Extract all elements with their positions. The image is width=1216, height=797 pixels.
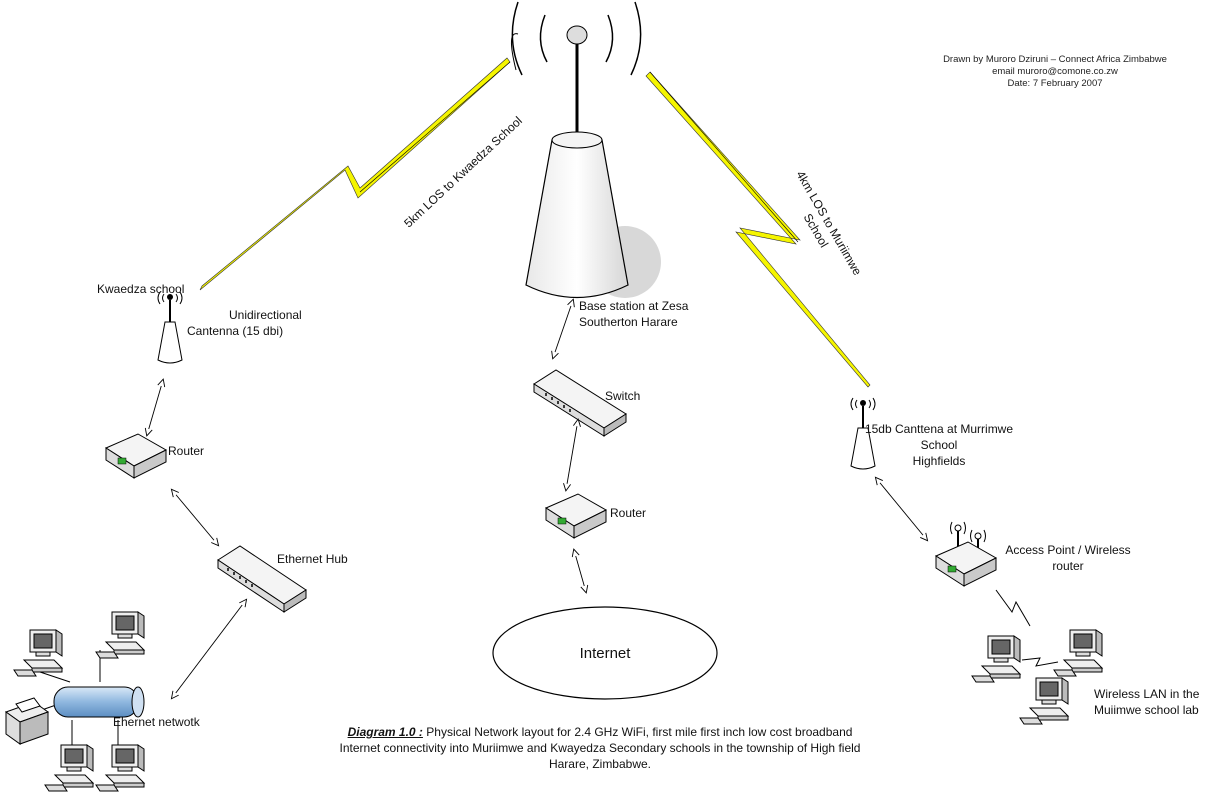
- printer-icon: [4, 697, 50, 745]
- left-router-label: Router: [168, 444, 205, 458]
- left-cantenna-icon: [157, 291, 183, 364]
- left-router-icon: [104, 433, 168, 479]
- wireless-lan-label-line1: Wireless LAN in the: [1094, 687, 1200, 701]
- ethernet-hub-label: Ethernet Hub: [277, 552, 348, 566]
- access-point-label-line2: router: [1052, 559, 1084, 573]
- right-antenna-label-line1: 15db Canttena at Murrimwe: [864, 422, 1014, 436]
- wlan-pc-icon: [1019, 677, 1069, 725]
- lan-pc-icon: [95, 744, 145, 792]
- wlan-pc-icon: [1053, 629, 1103, 677]
- internet-label: Internet: [579, 645, 631, 662]
- center-router-icon: [544, 493, 608, 539]
- base-station-label-line1: Base station at Zesa: [579, 299, 689, 313]
- credits-email: email muroro@comone.co.zw: [992, 66, 1118, 77]
- diagram-caption: Diagram 1.0 : Physical Network layout fo…: [330, 724, 870, 772]
- diagram-caption-lead: Diagram 1.0 :: [347, 725, 423, 739]
- wireless-lan-label: Wireless LAN in the Muiimwe school lab: [1094, 686, 1199, 718]
- right-cantenna-icon: [850, 397, 876, 470]
- wireless-lan-label-line2: Muiimwe school lab: [1094, 703, 1199, 717]
- base-station-label: Base station at Zesa Southerton Harare: [579, 298, 688, 330]
- credits-date: Date: 7 February 2007: [1007, 78, 1103, 89]
- center-router-label: Router: [610, 506, 647, 520]
- ethernet-lan-pipe-icon: [35, 650, 145, 748]
- left-wireless-link-icon: [199, 57, 511, 291]
- switch-label: Switch: [605, 389, 641, 403]
- diagram-caption-text: Physical Network layout for 2.4 GHz WiFi…: [339, 725, 861, 771]
- access-point-label-line1: Access Point / Wireless: [1005, 543, 1131, 557]
- wireless-zigzag-icon: [995, 589, 1031, 627]
- internet-ellipse: [492, 606, 718, 700]
- base-station-label-line2: Southerton Harare: [579, 315, 678, 329]
- base-station-tower-icon: [511, 1, 661, 298]
- access-point-icon: [934, 521, 998, 587]
- right-antenna-label-line2: School: [920, 438, 958, 452]
- wlan-pc-icon: [971, 635, 1021, 683]
- access-point-label: Access Point / Wireless router: [995, 542, 1141, 574]
- left-antenna-label: Unidirectional Cantenna (15 dbi): [187, 307, 302, 339]
- lan-pc-icon: [95, 611, 145, 659]
- left-antenna-label-line2: Cantenna (15 dbi): [187, 324, 284, 338]
- switch-icon: [533, 369, 627, 437]
- ethernet-hub-icon: [217, 545, 307, 613]
- lan-pc-icon: [44, 744, 94, 792]
- credits-block: Drawn by Muroro Dziruni – Connect Africa…: [905, 54, 1205, 90]
- right-antenna-label-line3: Highfields: [912, 454, 966, 468]
- connection-arrows: [147, 300, 927, 698]
- right-antenna-label: 15db Canttena at Murrimwe School Highfie…: [864, 421, 1014, 469]
- right-wireless-link-icon: [645, 71, 871, 388]
- wlan-zigzag-icon: [1021, 657, 1059, 667]
- credits-author: Drawn by Muroro Dziruni – Connect Africa…: [943, 54, 1167, 65]
- left-antenna-label-line1: Unidirectional: [229, 308, 302, 322]
- lan-pc-icon: [13, 629, 63, 677]
- ethernet-network-label: Ehernet netwotk: [113, 715, 200, 729]
- kwaedza-school-label: Kwaedza school: [97, 282, 185, 296]
